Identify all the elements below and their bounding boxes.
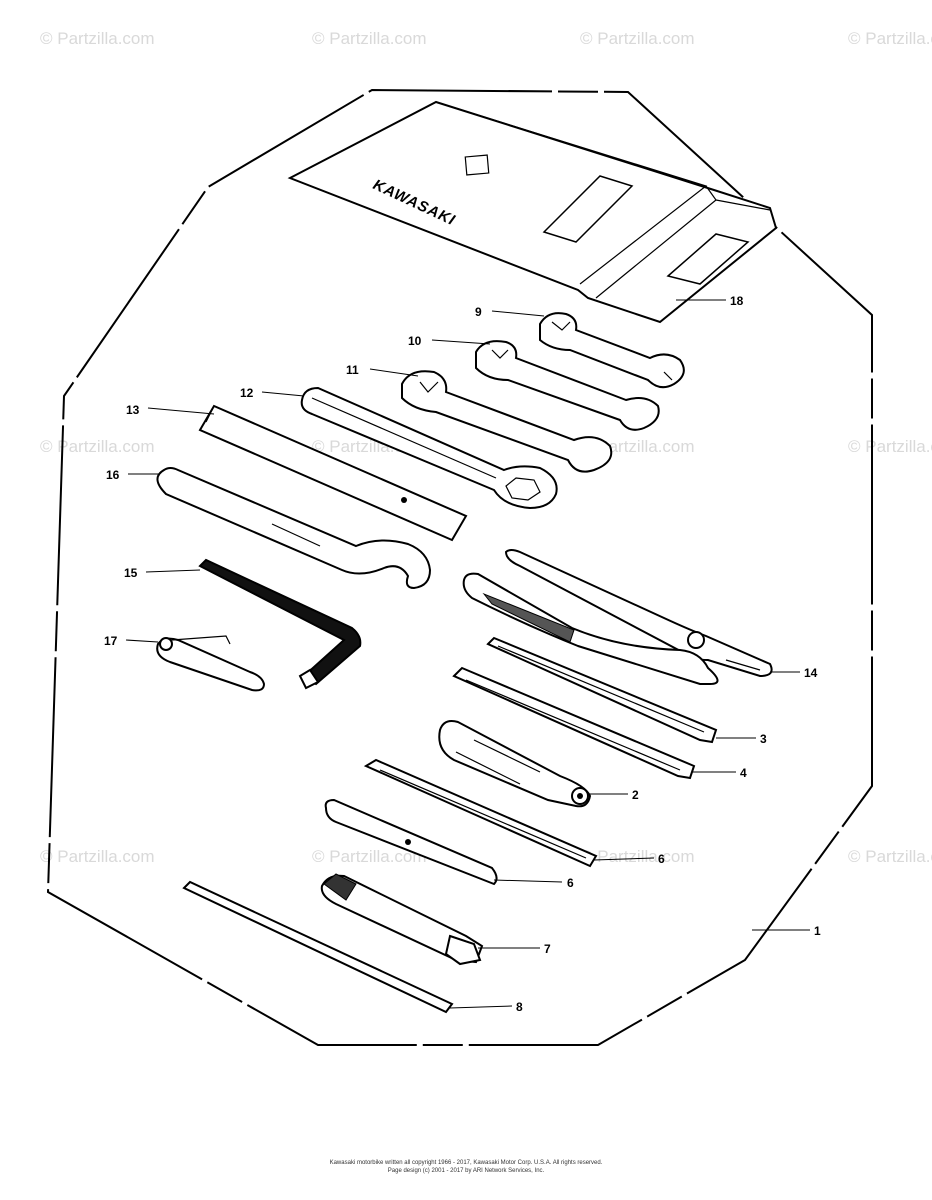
- watermark-text: © Partzilla.com: [848, 437, 932, 456]
- watermark-text: © Partzilla.com: [40, 29, 155, 48]
- hook-spanner-16: [156, 467, 432, 590]
- ring-wrench-12: [300, 386, 558, 510]
- callout-4: 4: [740, 766, 747, 780]
- callout-1: 1: [814, 924, 821, 938]
- watermark-text: © Partzilla.com: [312, 29, 427, 48]
- screwdriver-handle-2: [438, 720, 592, 808]
- rod-8: [182, 880, 454, 1014]
- tool-17: [156, 635, 266, 692]
- callout-17: 17: [104, 634, 118, 648]
- footer-copyright: Kawasaki motorbike written all copyright…: [329, 1160, 603, 1166]
- watermark-text: © Partzilla.com: [312, 847, 427, 866]
- wrench-11: [401, 370, 613, 473]
- callout-16: 16: [106, 468, 120, 482]
- callout-12: 12: [240, 386, 254, 400]
- callout-6-lower: 6: [567, 876, 574, 890]
- callout-13: 13: [126, 403, 140, 417]
- spark-plug-socket-7: [320, 873, 484, 966]
- callout-7: 7: [544, 942, 551, 956]
- footer-page-design: Page design (c) 2001 - 2017 by ARI Netwo…: [387, 1168, 545, 1174]
- watermark-text: © Partzilla.com: [848, 29, 932, 48]
- callout-3: 3: [760, 732, 767, 746]
- callout-labels: 9 10 11 12 13 16 15 17 18 14 3 4 2 6 6 7…: [104, 294, 821, 1014]
- flat-blade-6-lower: [324, 798, 498, 886]
- callout-9: 9: [475, 305, 482, 319]
- callout-8: 8: [516, 1000, 523, 1014]
- screwdriver-blade-6-upper: [363, 758, 598, 868]
- callout-18: 18: [730, 294, 744, 308]
- wrench-10: [475, 340, 660, 431]
- callout-11: 11: [346, 363, 359, 377]
- watermark-text: © Partzilla.com: [848, 847, 932, 866]
- wrench-9: [539, 312, 685, 389]
- toolkit-outline: [46, 88, 873, 1046]
- callout-6-upper: 6: [658, 852, 665, 866]
- pliers-14: [462, 549, 773, 685]
- callout-10: 10: [408, 334, 422, 348]
- screwdriver-shaft-3: [486, 636, 718, 744]
- callout-2: 2: [632, 788, 639, 802]
- hex-key-15: [198, 558, 362, 690]
- watermark-text: © Partzilla.com: [580, 29, 695, 48]
- leader-lines: [125, 299, 810, 1009]
- callout-14: 14: [804, 666, 818, 680]
- callout-15: 15: [124, 566, 138, 580]
- tool-pouch: KAWASAKI: [287, 100, 778, 324]
- watermark-text: © Partzilla.com: [580, 847, 695, 866]
- watermark-text: © Partzilla.com: [40, 847, 155, 866]
- watermark-text: © Partzilla.com: [40, 437, 155, 456]
